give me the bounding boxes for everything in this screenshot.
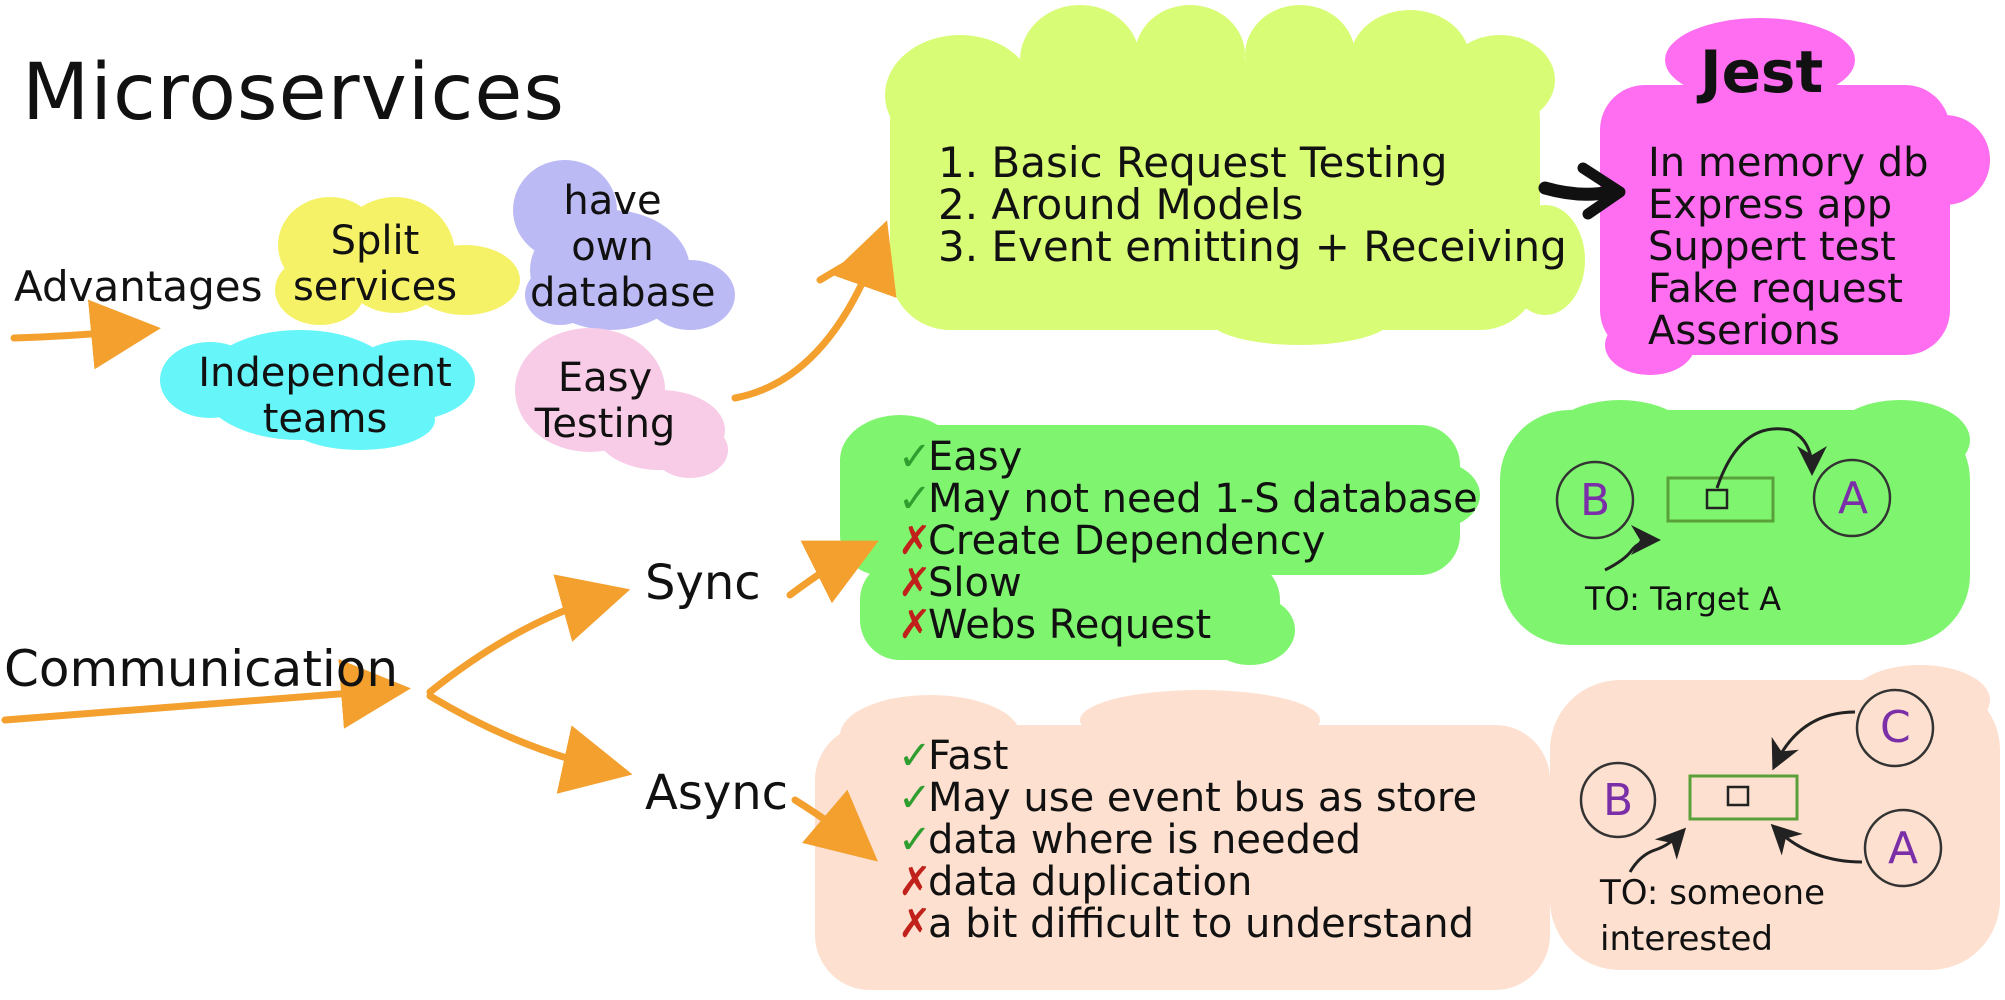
cross-icon: ✗ <box>898 859 932 905</box>
cross-icon: ✗ <box>898 518 932 564</box>
easy-testing-arrow-tail <box>816 241 884 284</box>
sync-node-a-label: A <box>1838 473 1869 524</box>
async-a-arrow <box>1770 823 1863 864</box>
independent-teams-blob <box>160 330 475 450</box>
sync-caption-arrow <box>1604 525 1661 572</box>
async-node-c-circle <box>1855 688 1935 768</box>
cross-icon: ✗ <box>898 560 932 606</box>
cross-icon: ✗ <box>898 602 932 648</box>
jest-blob <box>1600 18 1990 375</box>
async-item-text: data where is needed <box>928 817 1362 863</box>
check-icon: ✓ <box>898 434 932 480</box>
sync-item: ✗Webs Request <box>898 604 1478 646</box>
sync-node-b-circle <box>1555 460 1635 540</box>
async-node-b-circle <box>1579 761 1657 839</box>
async-label: Async <box>645 765 789 821</box>
sync-node-a-circle <box>1812 458 1892 538</box>
testing-step: 2. Around Models <box>938 180 1304 229</box>
async-message <box>1726 785 1750 807</box>
to-jest-arrowhead <box>1577 162 1626 220</box>
cross-icon: ✗ <box>898 901 932 947</box>
async-list: ✓Fast ✓May use event bus as store ✓data … <box>898 735 1477 945</box>
async-item-text: May use event bus as store <box>928 775 1478 821</box>
sync-item: ✗Slow <box>898 562 1478 604</box>
jest-item: Express app <box>1648 182 1893 228</box>
sync-list: ✓Easy ✓May not need 1-S database ✗Create… <box>898 436 1478 646</box>
split-services-label: Split services <box>292 218 458 310</box>
async-item-text: data duplication <box>928 859 1253 905</box>
sync-message <box>1705 488 1729 510</box>
jest-title: Jest <box>1700 38 1824 106</box>
check-icon: ✓ <box>898 733 932 779</box>
sync-branch-arrow <box>426 574 631 696</box>
orange-arrows <box>1 220 897 862</box>
sync-mini-diagram <box>1555 427 1892 572</box>
sync-item: ✓May not need 1-S database <box>898 478 1478 520</box>
async-list-arrow <box>791 789 878 862</box>
sync-diagram-caption: TO: Target A <box>1585 580 1782 618</box>
easy-testing-label: Easy Testing <box>534 355 676 447</box>
jest-item: Suppert test <box>1648 224 1896 270</box>
have-own-database-label: have own database <box>530 178 716 316</box>
advantages-label: Advantages <box>14 262 263 311</box>
easy-testing-arrow <box>731 220 897 402</box>
async-item: ✓Fast <box>898 735 1477 777</box>
async-node-a-circle <box>1863 808 1943 888</box>
sync-item-text: Webs Request <box>928 602 1212 648</box>
async-node-b-label: B <box>1603 775 1634 826</box>
sync-item-text: Slow <box>928 560 1022 606</box>
sync-node-b-label: B <box>1580 475 1611 526</box>
testing-steps-blob <box>885 5 1585 345</box>
communication-label: Communication <box>4 640 399 698</box>
sync-item: ✓Easy <box>898 436 1478 478</box>
async-node-c-label: C <box>1880 702 1911 753</box>
sync-item-text: May not need 1-S database <box>928 476 1478 522</box>
have-own-database-blob <box>513 160 735 330</box>
communication-arrow <box>1 658 411 729</box>
page-title: Microservices <box>22 48 565 138</box>
async-item-text: Fast <box>928 733 1009 779</box>
sync-blob <box>840 415 1480 665</box>
async-c-arrow <box>1771 710 1856 771</box>
sync-item: ✗Create Dependency <box>898 520 1478 562</box>
sync-message-arrow <box>1715 427 1827 489</box>
async-item-text: a bit difficult to understand <box>928 901 1474 947</box>
sync-item-text: Create Dependency <box>928 518 1326 564</box>
jest-item: Asserions <box>1648 308 1840 354</box>
jest-item: In memory db <box>1648 140 1929 186</box>
async-mini-diagram <box>1579 688 1943 888</box>
async-item: ✗a bit difficult to understand <box>898 903 1477 945</box>
sync-label: Sync <box>645 555 761 611</box>
testing-steps-list: 1. Basic Request Testing 2. Around Model… <box>938 142 1567 268</box>
sync-list-arrow <box>786 540 879 604</box>
async-caption-arrow <box>1628 827 1687 873</box>
check-icon: ✓ <box>898 775 932 821</box>
async-diagram-caption: TO: someone interested <box>1600 873 1826 959</box>
async-item: ✗data duplication <box>898 861 1477 903</box>
check-icon: ✓ <box>898 817 932 863</box>
async-branch-arrow <box>426 692 633 794</box>
testing-step: 1. Basic Request Testing <box>938 138 1448 187</box>
independent-teams-label: Independent teams <box>198 350 452 442</box>
async-item: ✓data where is needed <box>898 819 1477 861</box>
sync-item-text: Easy <box>928 434 1023 480</box>
async-blob <box>815 690 1550 990</box>
advantages-arrow <box>10 299 161 370</box>
split-services-blob <box>275 197 520 325</box>
to-jest-arrow <box>1538 181 1617 201</box>
async-box <box>1688 774 1799 821</box>
jest-list: In memory db Express app Suppert test Fa… <box>1648 142 1929 352</box>
async-node-a-label: A <box>1888 823 1919 874</box>
async-item: ✓May use event bus as store <box>898 777 1477 819</box>
easy-testing-blob <box>515 328 728 478</box>
testing-step: 3. Event emitting + Receiving <box>938 222 1567 271</box>
jest-item: Fake request <box>1648 266 1903 312</box>
check-icon: ✓ <box>898 476 932 522</box>
